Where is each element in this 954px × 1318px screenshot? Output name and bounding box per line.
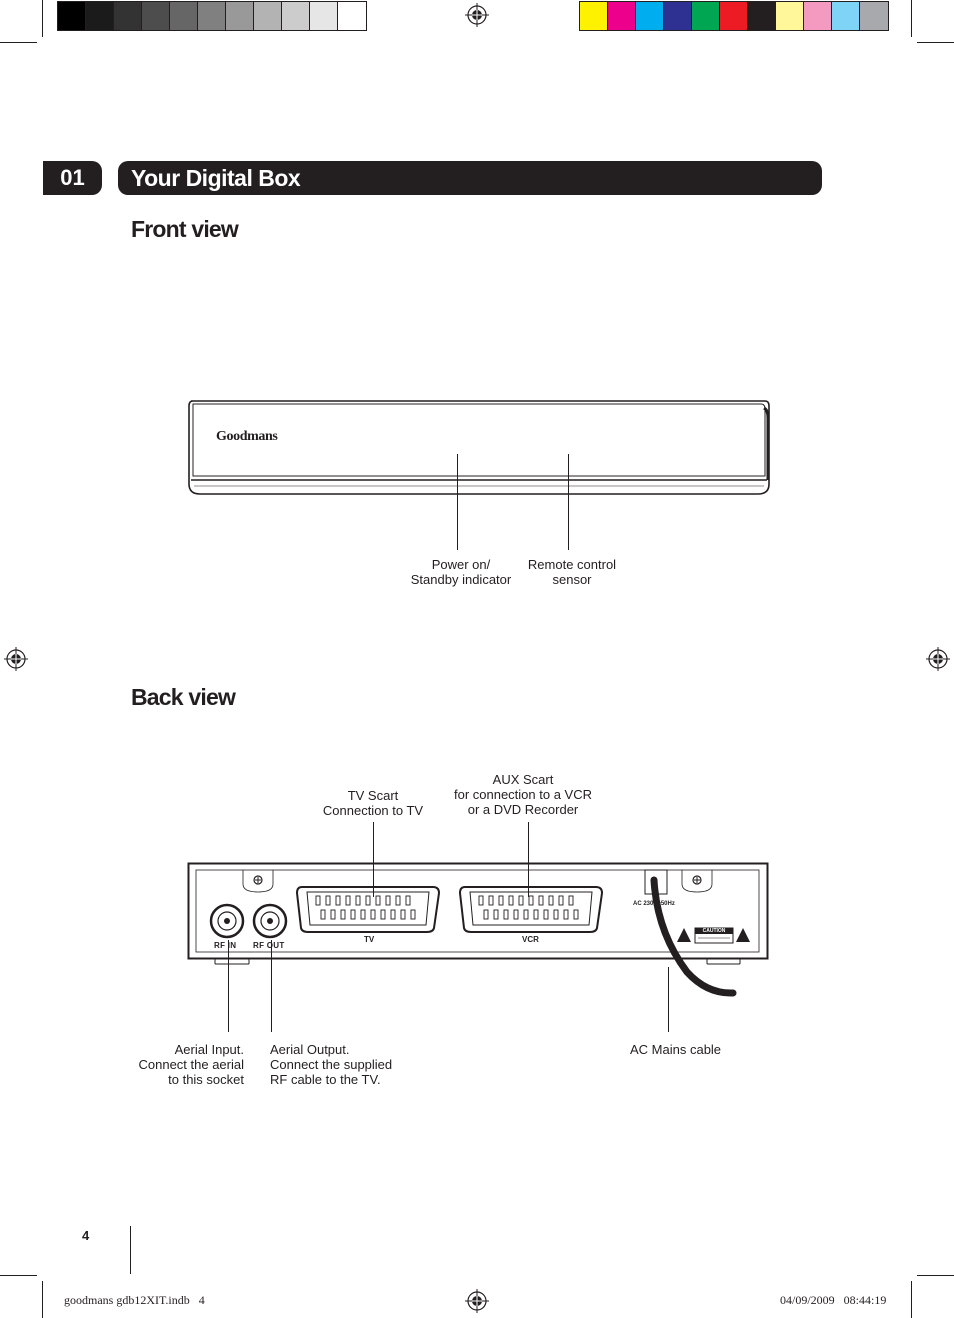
color-swatch xyxy=(832,2,860,30)
color-swatch xyxy=(608,2,636,30)
footer-timestamp: 04/09/2009 08:44:19 xyxy=(780,1293,887,1307)
leader-line xyxy=(373,822,374,897)
color-swatch xyxy=(310,2,338,30)
color-swatch xyxy=(226,2,254,30)
vcr-port-label: VCR xyxy=(522,935,539,944)
caution-label: CAUTION xyxy=(702,928,726,934)
back-panel-illustration xyxy=(187,862,769,997)
leader-line xyxy=(228,940,229,1032)
color-swatch xyxy=(58,2,86,30)
crop-mark xyxy=(0,42,37,43)
color-swatch xyxy=(198,2,226,30)
color-swatch xyxy=(692,2,720,30)
registration-mark-icon xyxy=(465,3,489,27)
process-color-bar xyxy=(579,1,889,31)
crop-mark xyxy=(42,1281,43,1318)
color-swatch xyxy=(338,2,366,30)
crop-mark xyxy=(917,1275,954,1276)
registration-mark-icon xyxy=(465,1289,489,1313)
front-panel-illustration xyxy=(188,400,770,495)
crop-mark xyxy=(911,1281,912,1318)
crop-mark xyxy=(42,0,43,37)
leader-line xyxy=(668,967,669,1032)
color-swatch xyxy=(804,2,832,30)
color-swatch xyxy=(720,2,748,30)
color-swatch xyxy=(664,2,692,30)
crop-mark xyxy=(911,0,912,37)
crop-mark xyxy=(917,42,954,43)
footer-file-name: goodmans gdb12XIT.indb 4 xyxy=(64,1293,205,1307)
ac-mains-label: AC Mains cable xyxy=(630,1042,722,1057)
chapter-title: Your Digital Box xyxy=(118,161,822,195)
leader-line xyxy=(528,822,529,897)
registration-mark-icon xyxy=(926,647,950,671)
color-swatch xyxy=(86,2,114,30)
leader-line xyxy=(568,454,569,550)
color-swatch xyxy=(142,2,170,30)
color-swatch xyxy=(114,2,142,30)
chapter-number: 01 xyxy=(43,161,102,195)
footer-divider xyxy=(130,1226,131,1274)
grayscale-color-bar xyxy=(57,1,367,31)
leader-line xyxy=(457,454,458,550)
registration-mark-icon xyxy=(4,647,28,671)
page-number: 4 xyxy=(82,1228,90,1243)
rf-out-port-label: RF OUT xyxy=(253,941,285,950)
color-swatch xyxy=(254,2,282,30)
power-standby-label: Power on/Standby indicator xyxy=(410,557,512,587)
ac-rating-label: AC 230V~50Hz xyxy=(633,901,675,907)
rf-in-port-label: RF IN xyxy=(214,941,237,950)
color-swatch xyxy=(282,2,310,30)
goodmans-logo: Goodmans xyxy=(216,429,278,444)
color-swatch xyxy=(636,2,664,30)
color-swatch xyxy=(580,2,608,30)
front-view-heading: Front view xyxy=(131,216,239,242)
color-swatch xyxy=(860,2,888,30)
color-swatch xyxy=(748,2,776,30)
crop-mark xyxy=(0,1275,37,1276)
leader-line xyxy=(271,940,272,1032)
back-view-heading: Back view xyxy=(131,684,236,710)
color-swatch xyxy=(776,2,804,30)
color-swatch xyxy=(170,2,198,30)
tv-port-label: TV xyxy=(364,935,375,944)
